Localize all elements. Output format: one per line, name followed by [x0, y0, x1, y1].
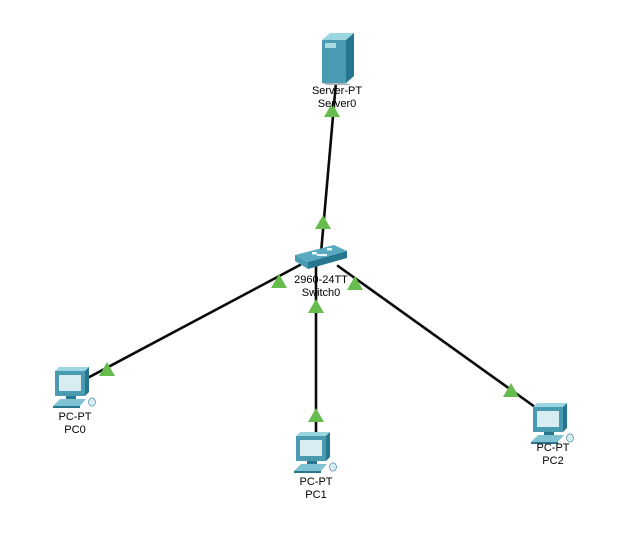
switch-icon	[295, 245, 347, 269]
device-pc2[interactable]: PC-PT PC2	[530, 402, 576, 467]
link-status-up-icon	[99, 362, 115, 376]
pc-icon	[531, 403, 574, 444]
device-switch0[interactable]: 2960-24TT Switch0	[294, 243, 348, 299]
link-status-up-icon	[503, 383, 519, 397]
link-switch0-pc0[interactable]	[78, 263, 302, 384]
link-status-up-icon	[308, 408, 324, 422]
pc-icon	[294, 432, 337, 473]
server-icon	[322, 33, 354, 85]
device-name-label: Switch0	[301, 287, 341, 299]
link-status-up-icon	[347, 276, 363, 290]
device-model-label: PC-PT	[58, 411, 92, 423]
device-pc1[interactable]: PC-PT PC1	[293, 431, 339, 501]
device-model-label: 2960-24TT	[294, 274, 348, 286]
device-pc0[interactable]: PC-PT PC0	[52, 366, 98, 436]
link-status-up-icon	[271, 274, 287, 288]
device-name-label: Server0	[317, 98, 357, 110]
device-name-label: PC0	[64, 424, 86, 436]
pc-icon	[53, 367, 96, 408]
device-name-label: PC2	[542, 455, 564, 467]
link-switch0-pc2[interactable]	[336, 264, 544, 414]
device-model-label: Server-PT	[311, 85, 363, 97]
device-server0[interactable]: Server-PT Server0	[312, 33, 362, 110]
device-model-label: PC-PT	[299, 476, 333, 488]
link-status-up-icon	[308, 299, 324, 313]
link-status-up-icon	[324, 103, 340, 117]
device-model-label: PC-PT	[536, 442, 570, 454]
link-status-up-icon	[315, 215, 331, 229]
device-name-label: PC1	[305, 489, 327, 501]
